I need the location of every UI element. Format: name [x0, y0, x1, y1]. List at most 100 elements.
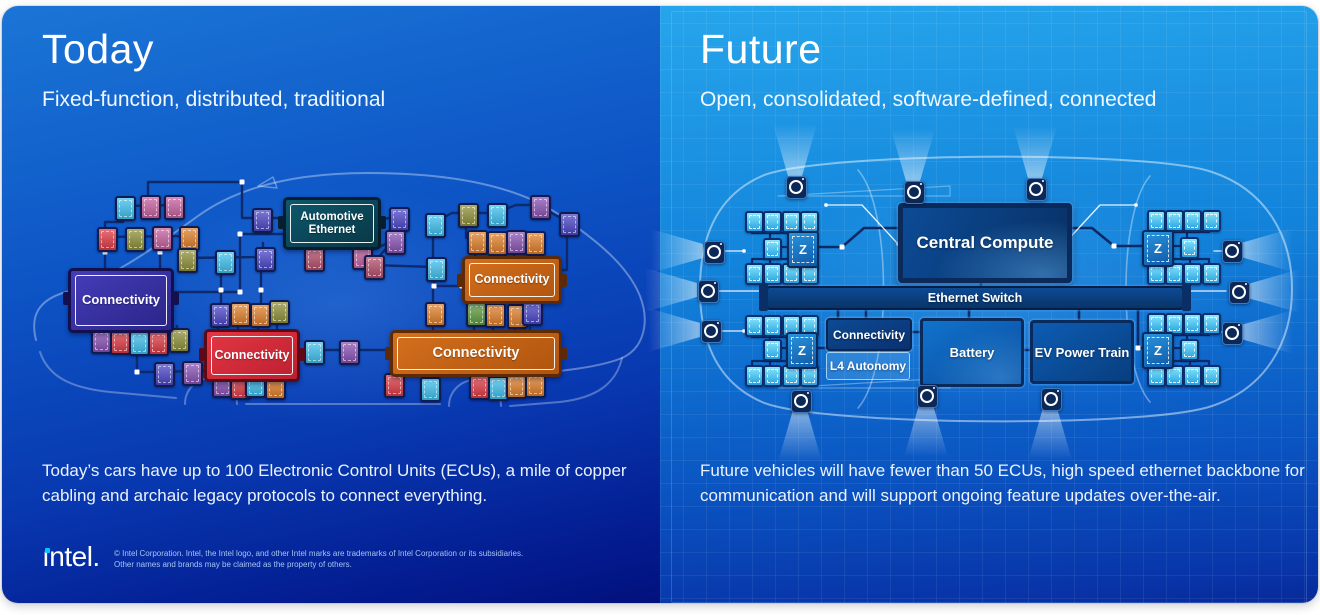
ecu-chip — [128, 330, 150, 356]
junction-node — [134, 369, 140, 375]
central-compute-box-label: Central Compute — [916, 233, 1054, 252]
box-label: Automotive Ethernet — [300, 210, 364, 236]
junction-node — [431, 283, 437, 289]
zone-ecu-chip — [762, 339, 782, 361]
today-description: Today’s cars have up to 100 Electronic C… — [42, 461, 627, 505]
connectivity-box: Connectivity — [199, 329, 305, 382]
zone-ecu-chip — [799, 211, 819, 233]
junction-node — [239, 179, 245, 185]
legal-line-2: Other names and brands may be claimed as… — [114, 560, 352, 569]
ecu-chip — [303, 339, 325, 365]
ethernet-switch-bar-label: Ethernet Switch — [927, 291, 1023, 305]
ecu-chip — [338, 339, 360, 365]
ecu-chip — [505, 229, 527, 255]
camera-sensor-icon — [903, 180, 925, 204]
camera-sensor-icon — [916, 384, 938, 408]
connectivity-box: Connectivity — [63, 268, 179, 333]
box-label: Connectivity — [432, 344, 520, 361]
camera-sensor-icon — [1221, 321, 1243, 345]
automotive-ethernet-box: Automotive Ethernet — [278, 197, 386, 250]
battery-box: Battery — [920, 318, 1024, 387]
zone-ecu-chip — [1182, 313, 1202, 335]
zone-ecu-chip — [1164, 365, 1184, 387]
ecu-chip — [524, 372, 546, 398]
ecu-chip — [147, 330, 169, 356]
intel-logo-dot — [45, 548, 50, 553]
zone-ecu-chip — [762, 211, 782, 233]
zone-ecu-chip — [744, 365, 764, 387]
ecu-chip — [151, 225, 173, 251]
ecu-chip — [388, 206, 410, 232]
battery-box-label: Battery — [949, 345, 995, 360]
legal-text: © Intel Corporation. Intel, the Intel lo… — [114, 548, 523, 570]
l4-autonomy-box: L4 Autonomy — [826, 352, 910, 380]
wire-dot — [742, 249, 746, 253]
ecu-chip — [96, 226, 118, 252]
ecu-chip — [419, 376, 441, 402]
ethernet-switch-bar: Ethernet Switch — [759, 283, 1191, 311]
zone-ecu-chip — [744, 315, 764, 337]
junction-node — [258, 287, 264, 293]
today-subtitle: Fixed-function, distributed, traditional — [42, 88, 386, 111]
zone-ecu-chip — [1201, 365, 1221, 387]
ecu-chip — [178, 225, 200, 251]
zone-ecu-chip — [744, 263, 764, 285]
junction-node — [237, 289, 243, 295]
zonal-controller-chip: Z — [787, 230, 819, 268]
ecu-chip — [268, 299, 290, 325]
ecu-chip — [457, 202, 479, 228]
zone-ecu-chip — [744, 211, 764, 233]
ecu-chip — [114, 195, 136, 221]
ecu-chip — [486, 230, 508, 256]
zone-ecu-chip — [1179, 339, 1199, 361]
camera-sensor-icon — [1040, 387, 1062, 411]
wire-dot — [1134, 203, 1138, 207]
zone-ecu-chip — [1164, 210, 1184, 232]
ecu-chip — [558, 211, 580, 237]
ecu-chip — [124, 226, 146, 252]
future-title: Future — [700, 26, 822, 72]
ev-power-train-box-label: EV Power Train — [1034, 344, 1130, 360]
ecu-chip — [163, 194, 185, 220]
blueprint-inset-border — [671, 11, 1307, 603]
ecu-chip — [505, 373, 527, 399]
camera-sensor-icon — [790, 389, 812, 413]
ecu-chip — [384, 229, 406, 255]
central-compute-box: Central Compute — [898, 203, 1072, 283]
zone-ecu-chip — [762, 365, 782, 387]
box-label: Connectivity — [214, 347, 290, 362]
ecu-chip — [466, 229, 488, 255]
connectivity-box: Connectivity — [457, 256, 567, 304]
junction-node — [1111, 243, 1117, 249]
ecu-chip — [424, 212, 446, 238]
ecu-chip — [214, 249, 236, 275]
zonal-controller-label: Z — [799, 241, 807, 257]
ecu-chip — [249, 302, 271, 328]
zone-ecu-chip — [781, 211, 801, 233]
ecu-chip — [153, 361, 175, 387]
zone-ecu-chip — [1201, 210, 1221, 232]
ecu-chip — [425, 256, 447, 282]
zone-ecu-chip — [762, 238, 782, 260]
ecu-chip — [229, 301, 251, 327]
zonal-controller-label: Z — [1154, 342, 1162, 358]
junction-node — [1135, 345, 1141, 351]
intel-logo: ıntel. — [42, 541, 100, 572]
infographic-card: Today Fixed-function, distributed, tradi… — [2, 6, 1318, 603]
wire-dot — [824, 203, 828, 207]
ecu-chip — [486, 202, 508, 228]
zone-ecu-chip — [762, 263, 782, 285]
zone-ecu-chip — [1182, 263, 1202, 285]
ecu-chip — [484, 302, 506, 328]
ecu-chip — [524, 230, 546, 256]
camera-sensor-icon — [785, 175, 807, 199]
zonal-controller-chip: Z — [1142, 331, 1174, 369]
junction-node — [218, 287, 224, 293]
zone-ecu-chip — [762, 315, 782, 337]
connectivity-box-label: Connectivity — [832, 327, 905, 342]
ecu-chip — [251, 207, 273, 233]
ecu-chip — [521, 300, 543, 326]
zone-ecu-chip — [799, 263, 819, 285]
camera-sensor-icon — [1025, 177, 1047, 201]
ecu-chip — [529, 194, 551, 220]
